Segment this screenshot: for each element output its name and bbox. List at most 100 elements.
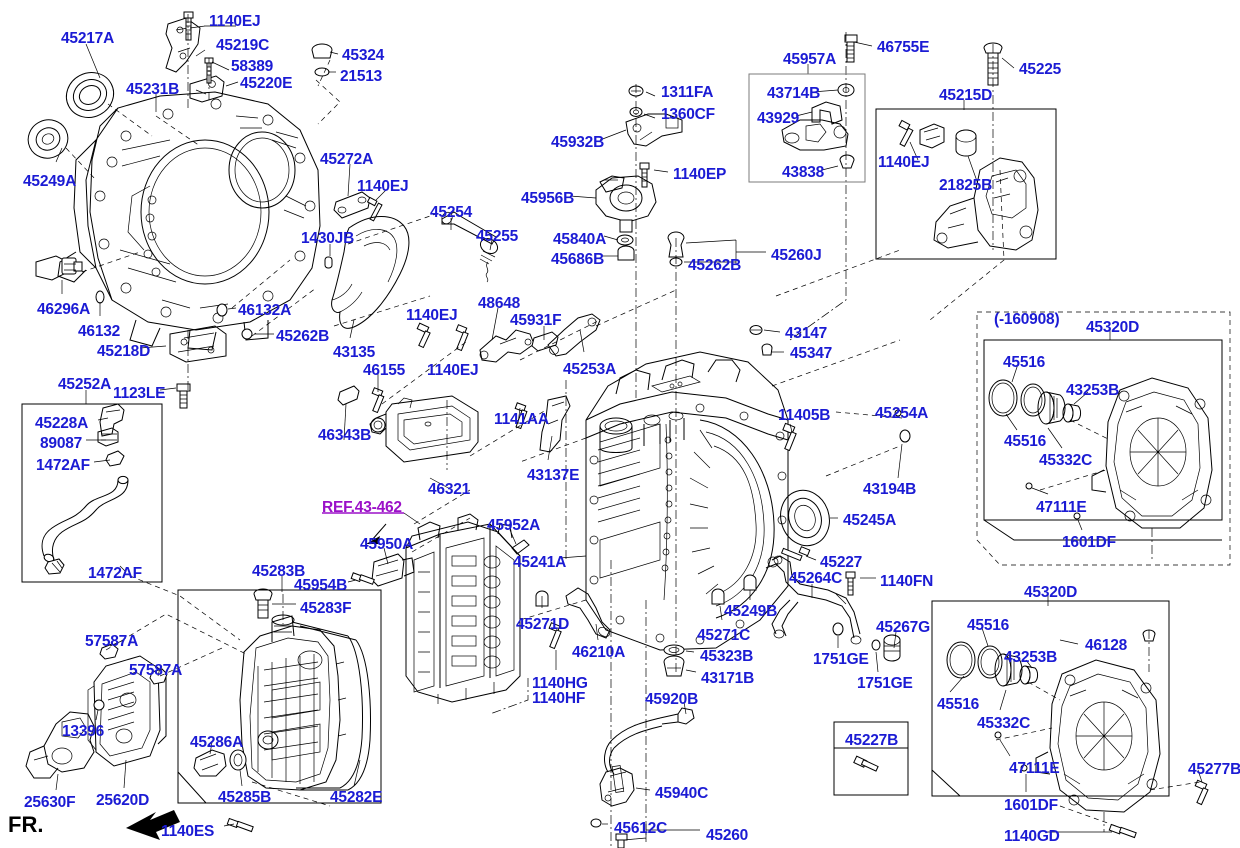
part-label-43838[interactable]: 43838 [782, 164, 825, 181]
part-label-45612c[interactable]: 45612C [614, 820, 668, 837]
part-label-89087[interactable]: 89087 [40, 435, 83, 452]
part-label-45219c[interactable]: 45219C [216, 37, 270, 54]
part-label-1140ej[interactable]: 1140EJ [406, 307, 458, 324]
part-label-45516[interactable]: 45516 [967, 617, 1010, 634]
part-label-11405b[interactable]: 11405B [778, 407, 831, 424]
part-label-45267g[interactable]: 45267G [876, 619, 930, 636]
part-label-45277b[interactable]: 45277B [1188, 761, 1240, 778]
part-label-1140ep[interactable]: 1140EP [673, 166, 727, 183]
part-label-43929[interactable]: 43929 [757, 110, 800, 127]
part-label-45218d[interactable]: 45218D [97, 343, 151, 360]
part-label-1140es[interactable]: 1140ES [161, 823, 215, 840]
part-label-43253b[interactable]: 43253B [1066, 382, 1120, 399]
part-label-45253a[interactable]: 45253A [563, 361, 617, 378]
part-label-46128[interactable]: 46128 [1085, 637, 1128, 654]
ref-label-43-462[interactable]: REF.43-462 [322, 499, 402, 516]
part-label-45231b[interactable]: 45231B [126, 81, 180, 98]
part-label-45286a[interactable]: 45286A [190, 734, 244, 751]
part-label-21513[interactable]: 21513 [340, 68, 383, 85]
part-label-45227b[interactable]: 45227B [845, 732, 899, 749]
part-label-1601df[interactable]: 1601DF [1062, 534, 1116, 551]
part-label-45285b[interactable]: 45285B [218, 789, 272, 806]
part-label-45516[interactable]: 45516 [937, 696, 980, 713]
part-label-45254a[interactable]: 45254A [875, 405, 929, 422]
part-label-46755e[interactable]: 46755E [877, 39, 930, 56]
part-label-45220e[interactable]: 45220E [240, 75, 293, 92]
part-label-45324[interactable]: 45324 [342, 47, 385, 64]
part-label-45920b[interactable]: 45920B [645, 691, 699, 708]
part-label-45283b[interactable]: 45283B [252, 563, 306, 580]
part-label-45323b[interactable]: 45323B [700, 648, 754, 665]
part-label-13396[interactable]: 13396 [62, 723, 105, 740]
part-label-45516[interactable]: 45516 [1003, 354, 1046, 371]
part-label-1751ge[interactable]: 1751GE [857, 675, 913, 692]
part-label-57587a[interactable]: 57587A [85, 633, 139, 650]
part-label-46343b[interactable]: 46343B [318, 427, 372, 444]
part-label-45227[interactable]: 45227 [820, 554, 863, 571]
part-label-1601df[interactable]: 1601DF [1004, 797, 1058, 814]
part-label-45952a[interactable]: 45952A [487, 517, 541, 534]
part-label-45320d[interactable]: 45320D [1086, 319, 1140, 336]
part-label-45950a[interactable]: 45950A [360, 536, 414, 553]
part-label-1140fn[interactable]: 1140FN [880, 573, 934, 590]
part-label-1311fa[interactable]: 1311FA [661, 84, 714, 101]
part-label-45254[interactable]: 45254 [430, 204, 473, 221]
part-label-1140ej[interactable]: 1140EJ [878, 154, 930, 171]
part-label-1472af[interactable]: 1472AF [36, 457, 90, 474]
part-label-48648[interactable]: 48648 [478, 295, 521, 312]
part-label-1140hg[interactable]: 1140HG [532, 675, 588, 692]
part-label-45332c[interactable]: 45332C [1039, 452, 1093, 469]
part-label-45262b[interactable]: 45262B [276, 328, 330, 345]
part-label-47111e[interactable]: 47111E [1036, 499, 1087, 516]
part-label-1360cf[interactable]: 1360CF [661, 106, 715, 123]
part-label-45347[interactable]: 45347 [790, 345, 833, 362]
part-label-45956b[interactable]: 45956B [521, 190, 575, 207]
part-label-43253b[interactable]: 43253B [1004, 649, 1058, 666]
part-label-45260j[interactable]: 45260J [771, 247, 822, 264]
part-label-45225[interactable]: 45225 [1019, 61, 1062, 78]
part-label-45932b[interactable]: 45932B [551, 134, 605, 151]
part-label-1140ej[interactable]: 1140EJ [357, 178, 409, 195]
part-label-45272a[interactable]: 45272A [320, 151, 374, 168]
part-label-45940c[interactable]: 45940C [655, 785, 709, 802]
part-label-57587a[interactable]: 57587A [129, 662, 183, 679]
part-label-43714b[interactable]: 43714B [767, 85, 821, 102]
part-label-45282e[interactable]: 45282E [330, 789, 383, 806]
part-label-25620d[interactable]: 25620D [96, 792, 150, 809]
part-label-45215d[interactable]: 45215D [939, 87, 993, 104]
part-label-45264c[interactable]: 45264C [789, 570, 843, 587]
part-label-1140gd[interactable]: 1140GD [1004, 828, 1060, 845]
part-label-43137e[interactable]: 43137E [527, 467, 580, 484]
part-label-45271d[interactable]: 45271D [516, 616, 570, 633]
part-label-1140ej[interactable]: 1140EJ [427, 362, 479, 379]
part-label-45245a[interactable]: 45245A [843, 512, 897, 529]
part-label-45283f[interactable]: 45283F [300, 600, 352, 617]
part-label-45249b[interactable]: 45249B [724, 603, 778, 620]
part-label-46296a[interactable]: 46296A [37, 301, 91, 318]
part-label-45255[interactable]: 45255 [476, 228, 519, 245]
part-label-43171b[interactable]: 43171B [701, 670, 755, 687]
part-label-1140ej[interactable]: 1140EJ [209, 13, 261, 30]
part-label-47111e[interactable]: 47111E [1009, 760, 1060, 777]
part-label-45249a[interactable]: 45249A [23, 173, 77, 190]
part-label-1140hf[interactable]: 1140HF [532, 690, 586, 707]
part-label-46321[interactable]: 46321 [428, 481, 471, 498]
part-label-1472af[interactable]: 1472AF [88, 565, 142, 582]
part-label-46132a[interactable]: 46132A [238, 302, 292, 319]
part-label-45954b[interactable]: 45954B [294, 577, 348, 594]
part-label-45320d[interactable]: 45320D [1024, 584, 1078, 601]
part-label-1123le[interactable]: 1123LE [113, 385, 166, 402]
part-label-21825b[interactable]: 21825B [939, 177, 993, 194]
part-label-46155[interactable]: 46155 [363, 362, 406, 379]
part-label-45252a[interactable]: 45252A [58, 376, 112, 393]
part-label-45332c[interactable]: 45332C [977, 715, 1031, 732]
part-label-45686b[interactable]: 45686B [551, 251, 605, 268]
part-label-45957a[interactable]: 45957A [783, 51, 837, 68]
part-label-45228a[interactable]: 45228A [35, 415, 89, 432]
part-label-1430jb[interactable]: 1430JB [301, 230, 355, 247]
part-label-45217a[interactable]: 45217A [61, 30, 115, 47]
part-label-58389[interactable]: 58389 [231, 58, 274, 75]
part-label-43135[interactable]: 43135 [333, 344, 376, 361]
part-label-43194b[interactable]: 43194B [863, 481, 917, 498]
part-label-43147[interactable]: 43147 [785, 325, 828, 342]
